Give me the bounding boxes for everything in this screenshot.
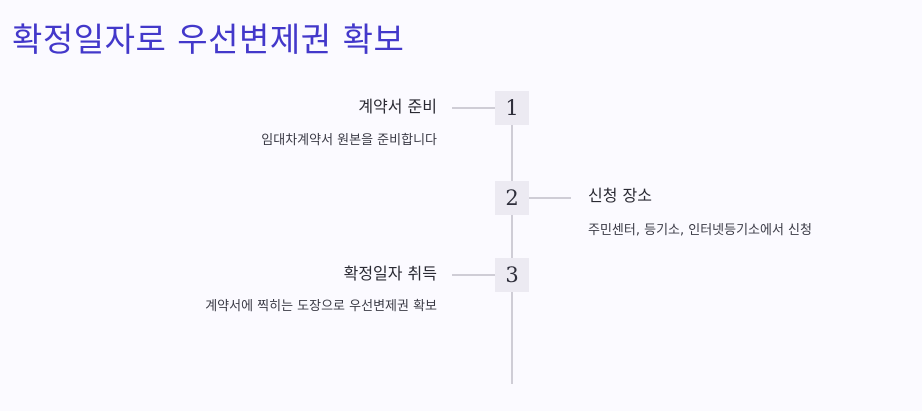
step-1-description: 임대차계약서 원본을 준비합니다	[261, 133, 437, 148]
step-1-title: 계약서 준비	[358, 97, 437, 116]
step-2-connector	[529, 197, 571, 199]
step-2-title: 신청 장소	[588, 186, 652, 205]
step-3-connector	[452, 274, 495, 276]
diagram-title: 확정일자로 우선변제권 확보	[12, 20, 405, 59]
step-2-number-box: 2	[495, 181, 529, 215]
timeline-spine	[511, 108, 513, 384]
step-3-title: 확정일자 취득	[343, 264, 437, 283]
step-1-number-box: 1	[495, 91, 529, 125]
step-2-description: 주민센터, 등기소, 인터넷등기소에서 신청	[588, 223, 812, 238]
step-3-number-box: 3	[495, 258, 529, 292]
step-3-description: 계약서에 찍히는 도장으로 우선변제권 확보	[205, 299, 437, 314]
step-1-connector	[452, 107, 495, 109]
